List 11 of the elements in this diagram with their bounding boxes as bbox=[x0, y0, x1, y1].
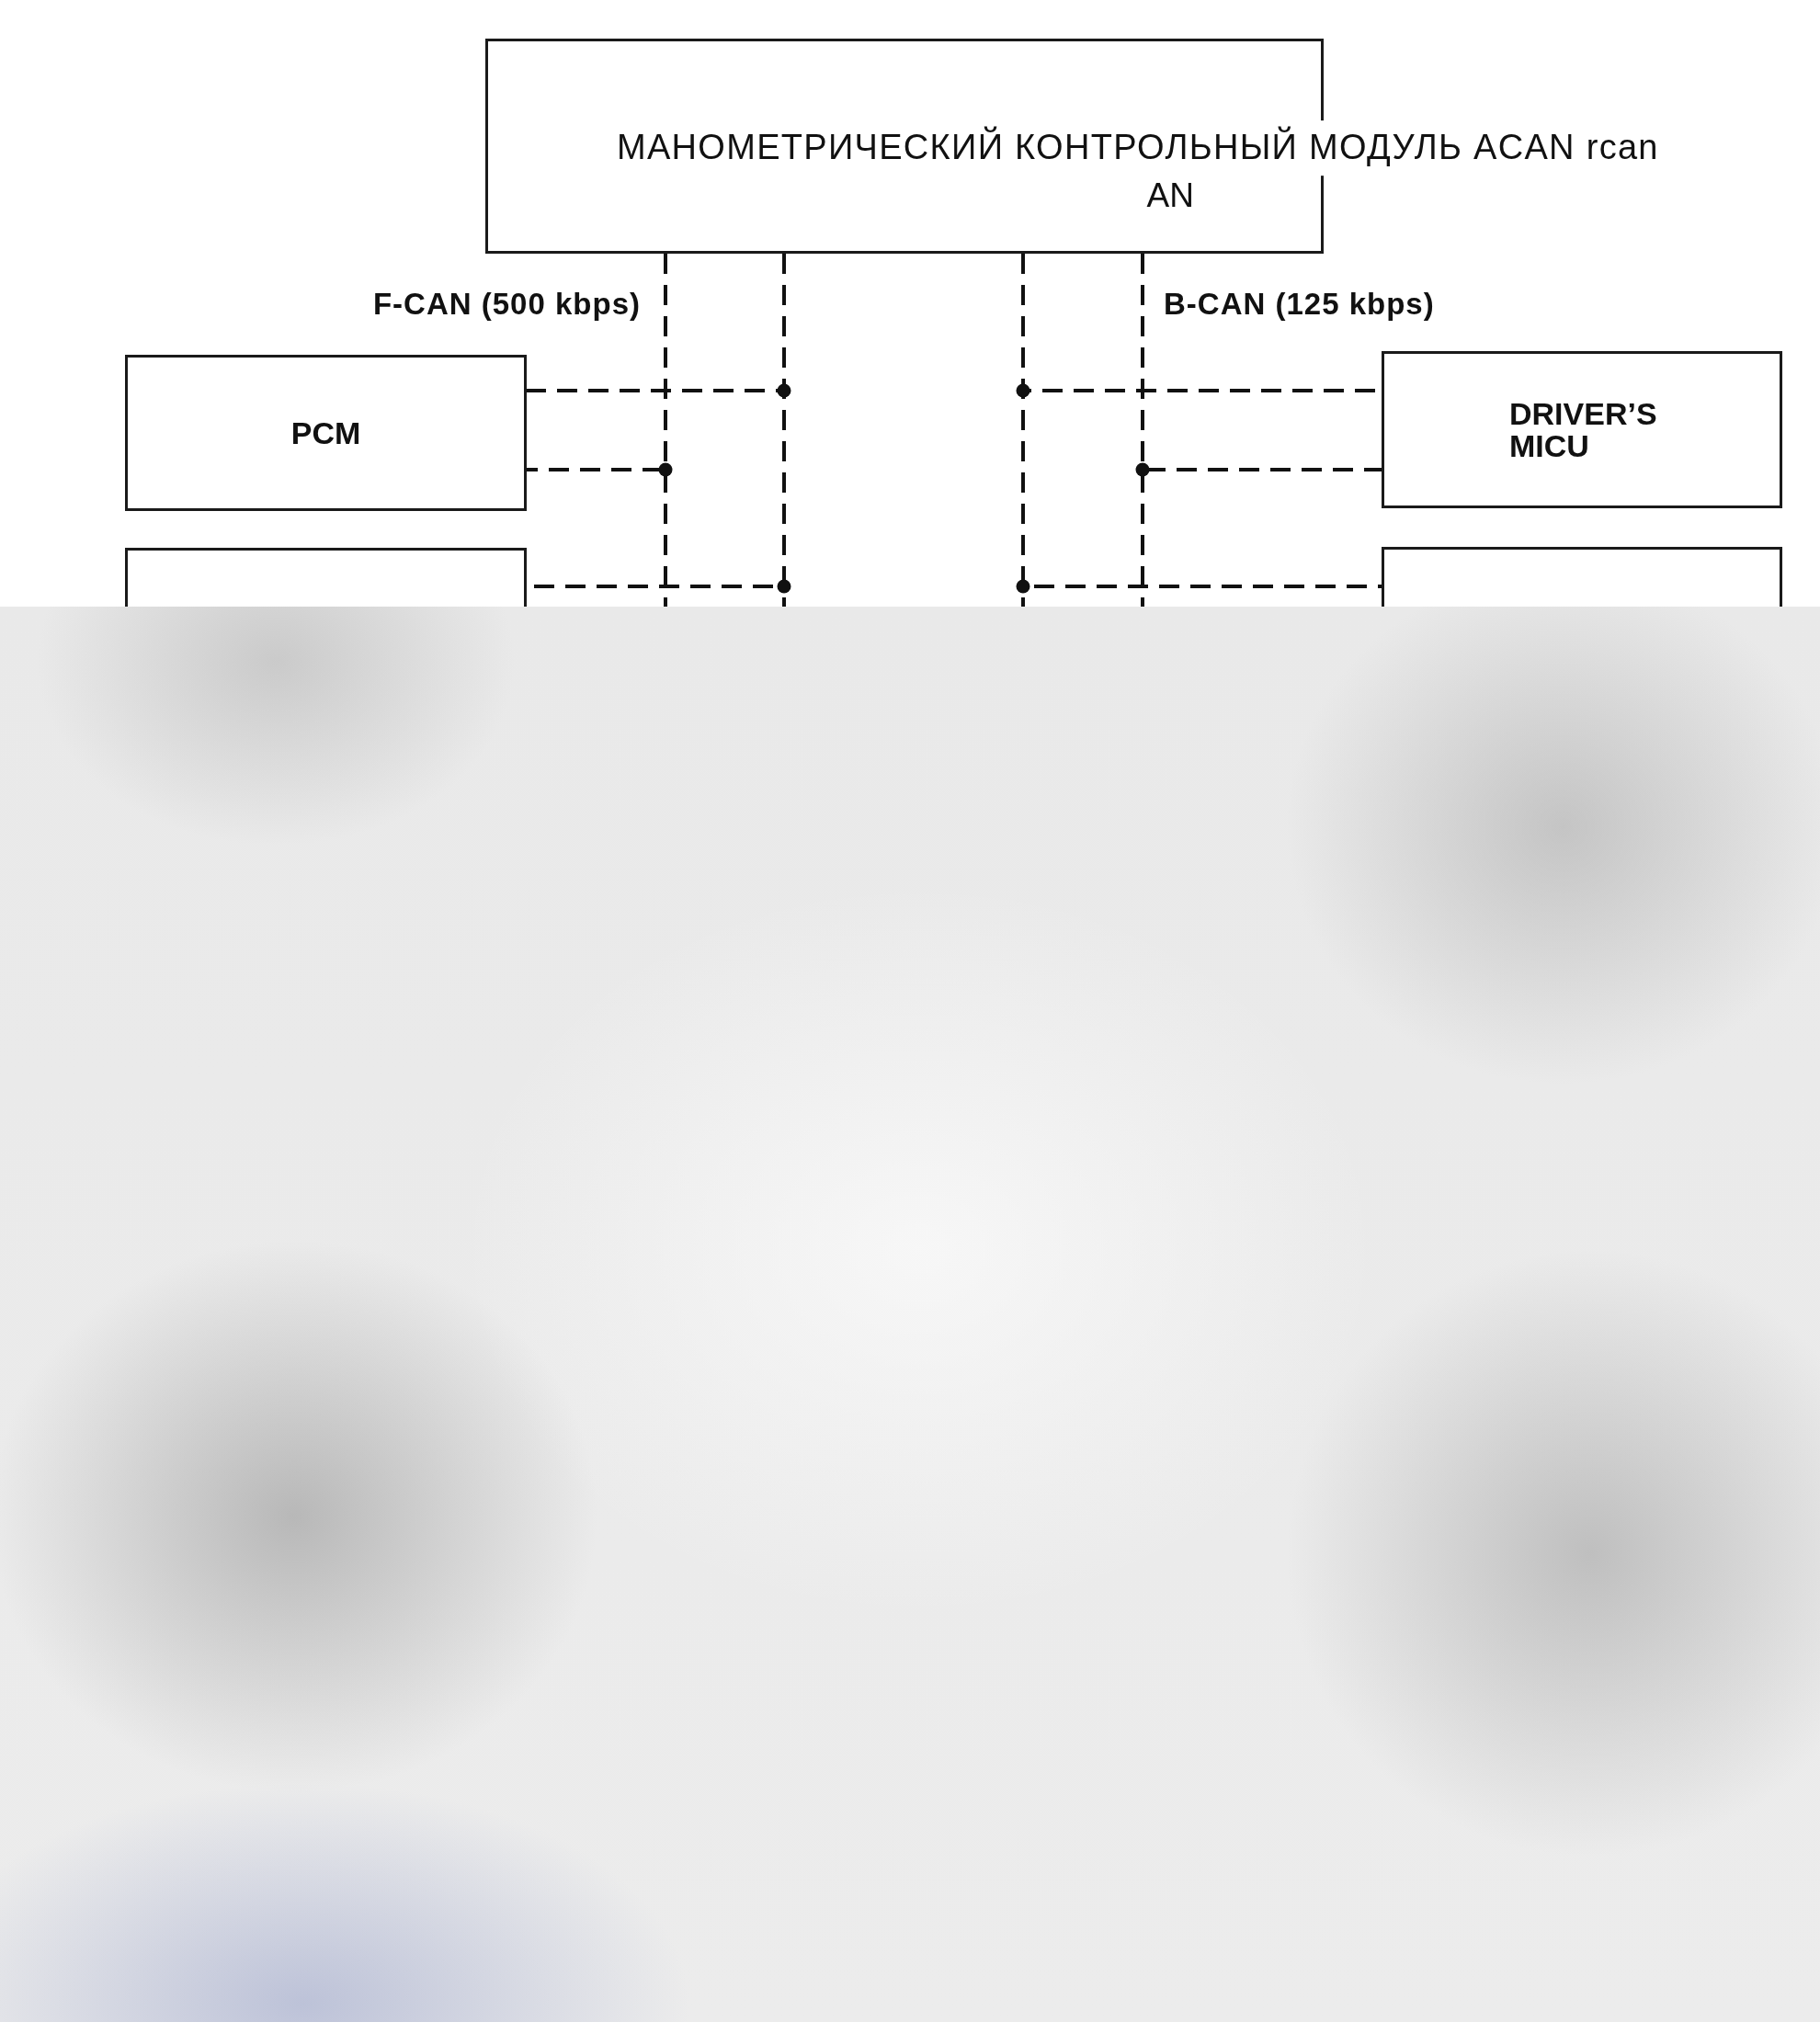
control-unit-box bbox=[1382, 547, 1782, 607]
bus-label: B-CAN (125 kbps) bbox=[1164, 287, 1435, 322]
control-unit-box bbox=[1382, 351, 1782, 508]
control-unit-box bbox=[125, 548, 527, 607]
bus-connection bbox=[527, 254, 667, 471]
unit-name: DRIVER’S MICU bbox=[1509, 397, 1658, 462]
unit-name: PCM bbox=[290, 416, 361, 449]
bus-connection bbox=[1141, 254, 1382, 471]
bus-label: F-CAN (500 kbps) bbox=[372, 287, 641, 322]
text-fragment: AN bbox=[1146, 176, 1194, 216]
control-unit-box bbox=[125, 355, 527, 511]
